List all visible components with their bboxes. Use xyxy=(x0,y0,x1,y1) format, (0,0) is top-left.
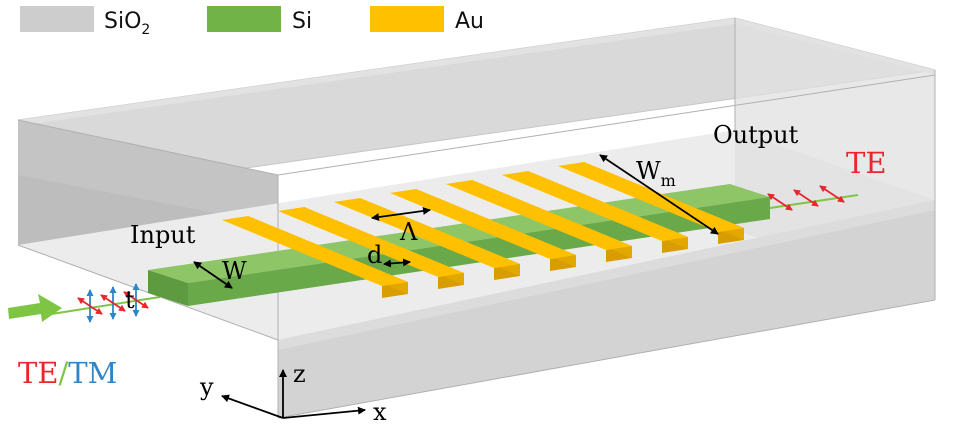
waveguide-left xyxy=(148,270,188,306)
axis-label-z: z xyxy=(293,360,306,388)
dim-metal-width-arrow xyxy=(599,154,719,235)
axis-label-x: x xyxy=(373,398,387,426)
te-polarization-arrow-3 xyxy=(123,291,149,309)
gold-stripe-1-top xyxy=(222,216,408,286)
input-arrow-icon xyxy=(8,294,62,322)
label-thickness-t: t xyxy=(125,286,135,314)
legend-swatch-si xyxy=(207,6,281,32)
te-polarization-arrow-2 xyxy=(100,294,126,312)
output-polarization-arrows xyxy=(767,185,845,211)
axis-label-y: y xyxy=(199,373,214,401)
legend-label-si: Si xyxy=(292,9,312,34)
label-gap-d: d xyxy=(367,241,382,269)
label-input: Input xyxy=(130,221,196,249)
legend-label-sio2: SiO2 xyxy=(104,9,150,38)
input-polarization-arrows xyxy=(77,283,149,323)
label-te-tm-input: TE/TM xyxy=(18,356,117,390)
te-output-polarization-arrow-3 xyxy=(819,185,845,203)
cladding-front-wall xyxy=(278,200,935,418)
label-output: Output xyxy=(713,121,799,149)
gold-stripe-5-top xyxy=(446,180,632,250)
label-te-output: TE xyxy=(846,146,887,180)
input-beam xyxy=(8,294,161,322)
legend-label-au: Au xyxy=(455,9,484,34)
legend-swatch-au xyxy=(370,6,444,32)
legend-swatch-sio2 xyxy=(20,6,94,32)
dimension-arrows xyxy=(193,154,719,289)
dim-width-arrow xyxy=(193,261,233,289)
coordinate-axes xyxy=(221,369,366,419)
dim-period-arrow xyxy=(371,206,431,222)
gold-stripe-4-top xyxy=(390,189,576,259)
legend: SiO2 Si Au xyxy=(20,6,484,38)
label-metal-width: Wm xyxy=(636,157,676,190)
axis-y xyxy=(221,394,284,419)
input-beam-line xyxy=(44,296,161,316)
te-output-polarization-arrow-1 xyxy=(767,193,793,211)
axis-x xyxy=(282,406,366,419)
te-output-polarization-arrow-2 xyxy=(793,189,819,207)
dim-gap-arrow xyxy=(383,258,411,268)
label-width-w: W xyxy=(222,257,247,285)
label-period-lambda: Λ xyxy=(399,218,418,246)
gold-stripe-2-top xyxy=(278,207,464,277)
te-polarization-arrow-1 xyxy=(77,297,103,315)
